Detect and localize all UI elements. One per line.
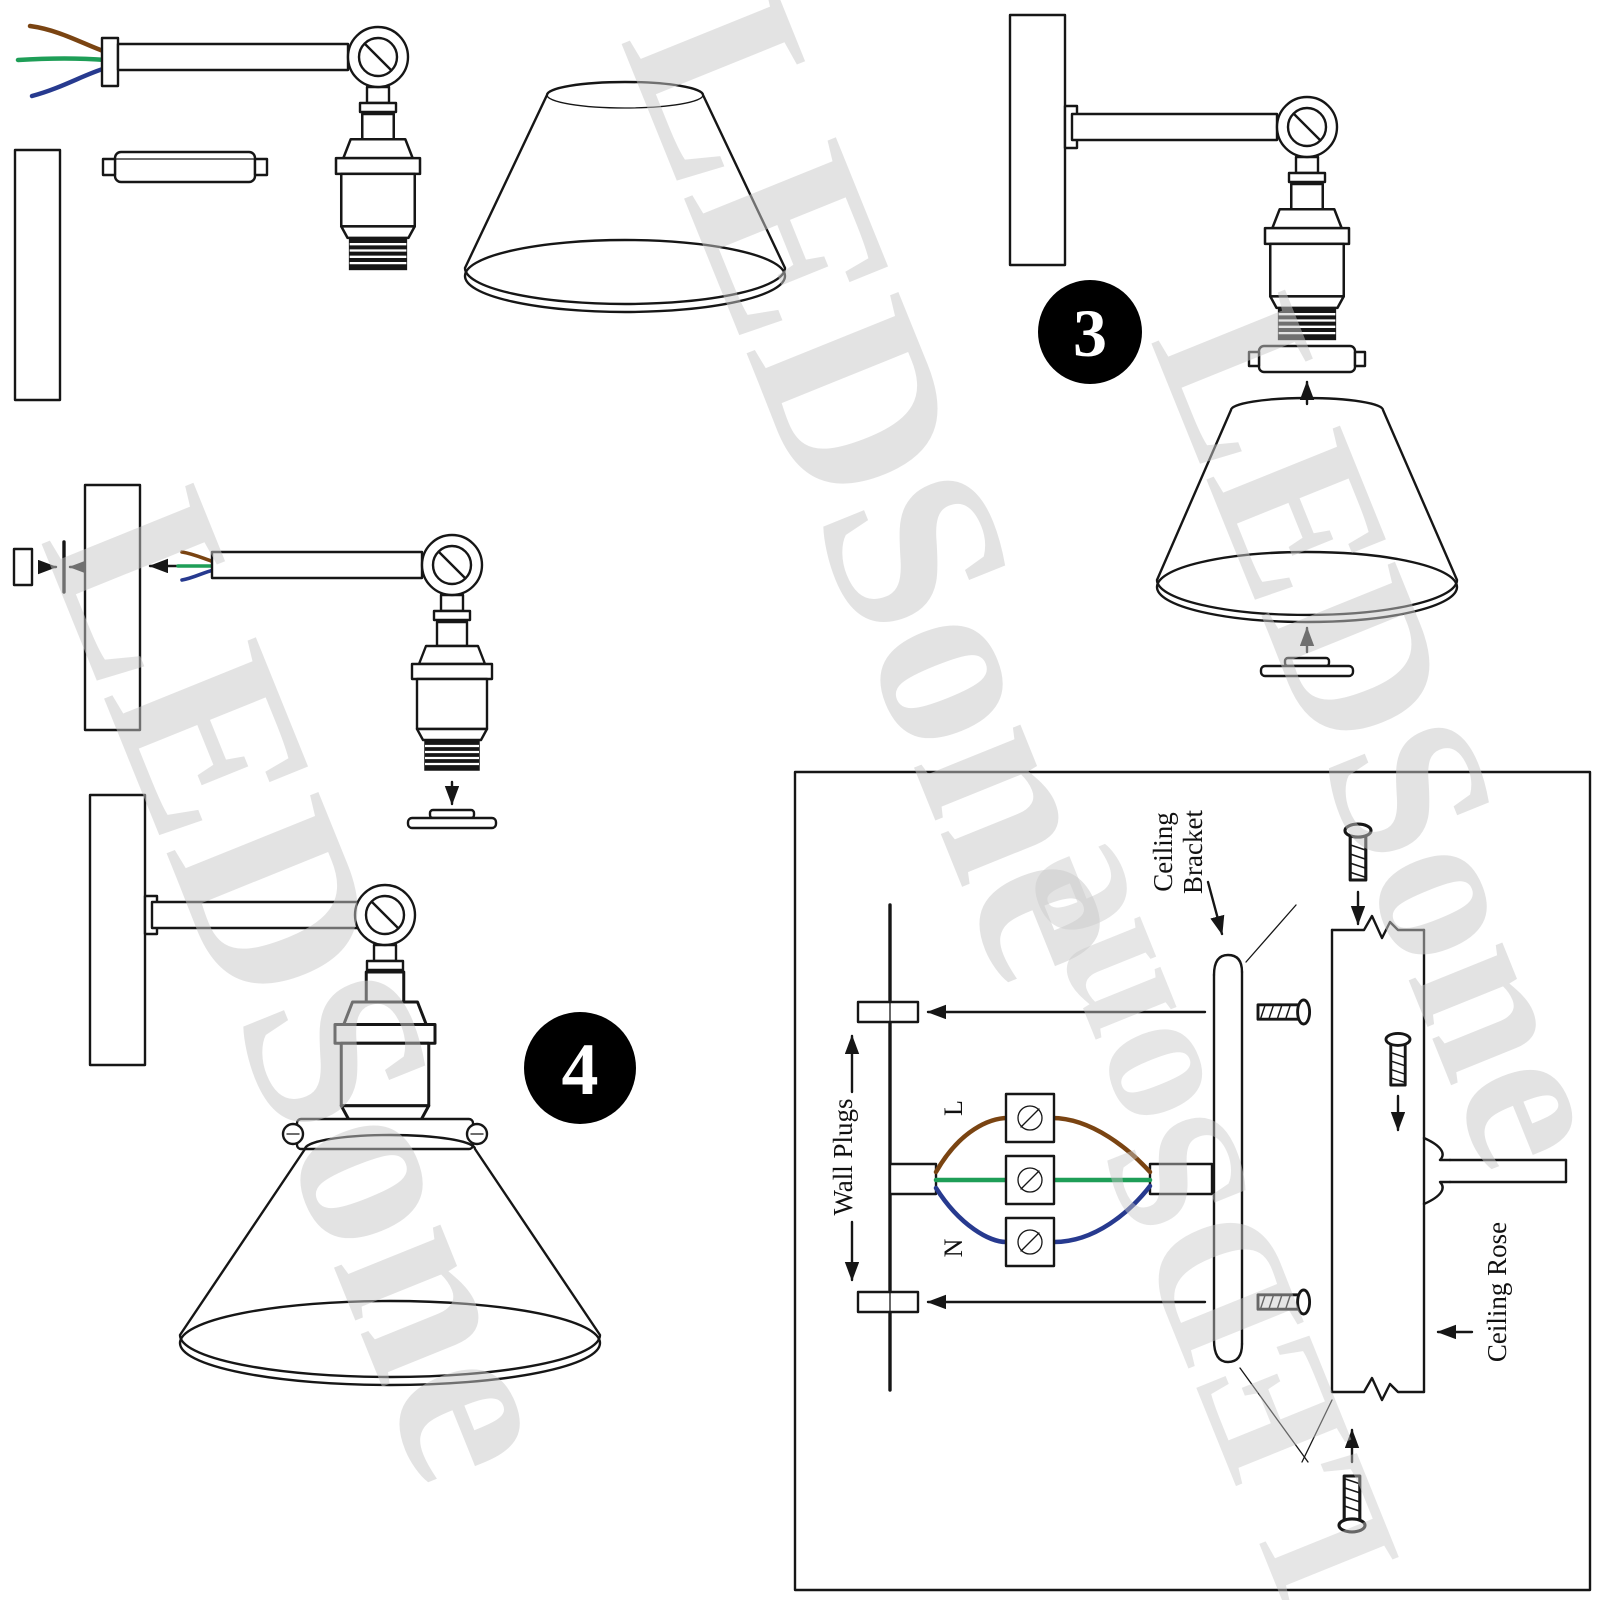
leader-line xyxy=(1245,904,1297,963)
cone-shade xyxy=(178,1133,602,1387)
supply-wires xyxy=(15,23,109,99)
leader-line xyxy=(1239,1367,1309,1463)
wall-plug-top xyxy=(856,1000,920,1024)
ceiling-bracket xyxy=(1212,953,1244,1364)
cable-stub-right xyxy=(1148,1162,1214,1196)
shade-ring xyxy=(101,150,269,184)
mounting-arm xyxy=(1070,112,1279,142)
terminal-block-earth xyxy=(1004,1154,1056,1206)
ceiling-rose-label: Ceiling Rose xyxy=(1482,1222,1512,1362)
panel-step-4: 4 xyxy=(88,793,636,1387)
terminal-block-neutral xyxy=(1004,1216,1056,1268)
elbow-joint xyxy=(346,25,410,114)
step-3-number: 3 xyxy=(1073,295,1107,371)
bracket-screw-top xyxy=(1256,998,1312,1026)
ceiling-bracket-label-line1: Ceiling xyxy=(1148,812,1178,892)
neutral-label: N xyxy=(939,1238,968,1257)
ceiling-bracket-label-line2: Bracket xyxy=(1178,810,1208,894)
cone-shade xyxy=(463,80,787,314)
cone-shade xyxy=(1155,396,1459,624)
lamp-holder xyxy=(334,112,422,271)
cable-stub-left xyxy=(888,1162,938,1196)
mounting-arm xyxy=(210,550,424,580)
panel-fix-arm xyxy=(12,483,498,830)
live-label: L xyxy=(939,1100,968,1116)
ceiling-rose xyxy=(1330,914,1426,1402)
wall-plug-bottom xyxy=(856,1290,920,1314)
elbow-joint xyxy=(420,533,484,622)
leader-line xyxy=(1301,1399,1333,1463)
terminal-block-live xyxy=(1004,1092,1056,1144)
wall-plug xyxy=(12,547,34,587)
wall-plate xyxy=(1008,13,1067,267)
earth-wire xyxy=(15,56,109,63)
panel-step-3: 3 xyxy=(1008,13,1459,678)
mounting-arm xyxy=(150,900,360,930)
arm-flange xyxy=(100,36,120,88)
panel-parts-overview xyxy=(13,23,787,402)
arrow xyxy=(1206,880,1225,936)
wiring-box-border xyxy=(793,770,1592,1592)
step-4-badge: 4 xyxy=(524,1012,636,1124)
neutral-wire xyxy=(29,65,109,99)
wall-plate xyxy=(13,148,62,402)
wall-plugs-label: Wall Plugs xyxy=(828,1098,858,1215)
elbow-joint xyxy=(1275,95,1339,184)
wiring-diagram: Wall Plugs xyxy=(793,770,1592,1592)
base-disc xyxy=(406,808,498,830)
base-disc xyxy=(1259,656,1355,678)
rod xyxy=(1422,1136,1568,1206)
step-4-number: 4 xyxy=(562,1029,599,1111)
live-wire xyxy=(27,23,109,55)
mounting-arm xyxy=(116,42,350,72)
step-3-badge: 3 xyxy=(1038,280,1142,384)
lamp-holder xyxy=(410,620,494,772)
wall-plate xyxy=(83,483,142,732)
shade-ring xyxy=(1247,344,1367,374)
